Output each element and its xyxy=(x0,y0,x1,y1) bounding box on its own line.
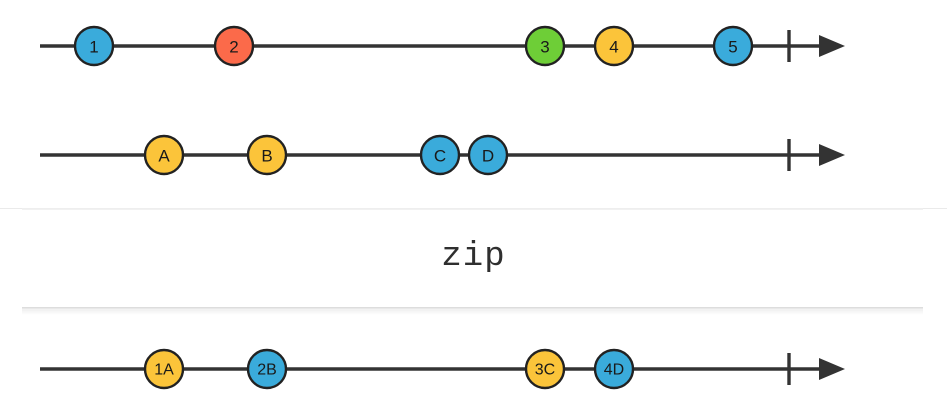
marble-label: 4 xyxy=(609,38,618,57)
marble-label: 2 xyxy=(229,38,238,57)
marble[interactable]: B xyxy=(246,134,288,176)
marble[interactable]: A xyxy=(143,134,185,176)
marble-circle[interactable] xyxy=(143,348,185,390)
marble[interactable]: 1 xyxy=(73,25,115,67)
marble-circle[interactable] xyxy=(524,25,566,67)
marble[interactable]: 5 xyxy=(712,25,754,67)
marble[interactable]: 3C xyxy=(524,348,566,390)
marble-label: 5 xyxy=(728,38,737,57)
marble-circle[interactable] xyxy=(143,134,185,176)
marble-circle[interactable] xyxy=(73,25,115,67)
marble-label: B xyxy=(261,147,272,166)
operator-separator-bottom-line xyxy=(22,307,923,310)
marble-circle[interactable] xyxy=(246,134,288,176)
marble[interactable]: 3 xyxy=(524,25,566,67)
marble-circle[interactable] xyxy=(593,348,635,390)
timeline-arrowhead xyxy=(819,144,845,166)
marble[interactable]: 1A xyxy=(143,348,185,390)
operator-label: zip xyxy=(441,238,506,276)
marble[interactable]: C xyxy=(419,134,461,176)
marble-label: C xyxy=(434,147,446,166)
timelines-group: 1 2 3 4 5A B C D 1A 2B 3C 4D xyxy=(40,25,845,390)
operator-separator-top-line xyxy=(22,208,923,210)
marble-label: 1 xyxy=(89,38,98,57)
timeline-output: 1A 2B 3C 4D xyxy=(40,348,845,390)
timeline-arrowhead xyxy=(819,35,845,57)
marble-label: 3 xyxy=(540,38,549,57)
marble-circle[interactable] xyxy=(213,25,255,67)
marble[interactable]: 4D xyxy=(593,348,635,390)
marble-label: A xyxy=(158,147,170,166)
marble-circle[interactable] xyxy=(419,134,461,176)
timeline-arrowhead xyxy=(819,358,845,380)
marble-circle[interactable] xyxy=(524,348,566,390)
marble-label: 2B xyxy=(257,362,277,379)
marble-circle[interactable] xyxy=(467,134,509,176)
marble-circle[interactable] xyxy=(593,25,635,67)
marble-circle[interactable] xyxy=(246,348,288,390)
marble[interactable]: 2 xyxy=(213,25,255,67)
timeline-source-2: A B C D xyxy=(40,134,845,176)
marble-label: 4D xyxy=(604,362,624,379)
marble-label: 3C xyxy=(535,362,555,379)
marble[interactable]: D xyxy=(467,134,509,176)
marble[interactable]: 2B xyxy=(246,348,288,390)
timeline-source-1: 1 2 3 4 5 xyxy=(40,25,845,67)
marble-label: D xyxy=(482,147,494,166)
marble-circle[interactable] xyxy=(712,25,754,67)
marble[interactable]: 4 xyxy=(593,25,635,67)
operator-separator-bottom-shadow xyxy=(22,310,923,315)
marble-label: 1A xyxy=(154,362,174,379)
